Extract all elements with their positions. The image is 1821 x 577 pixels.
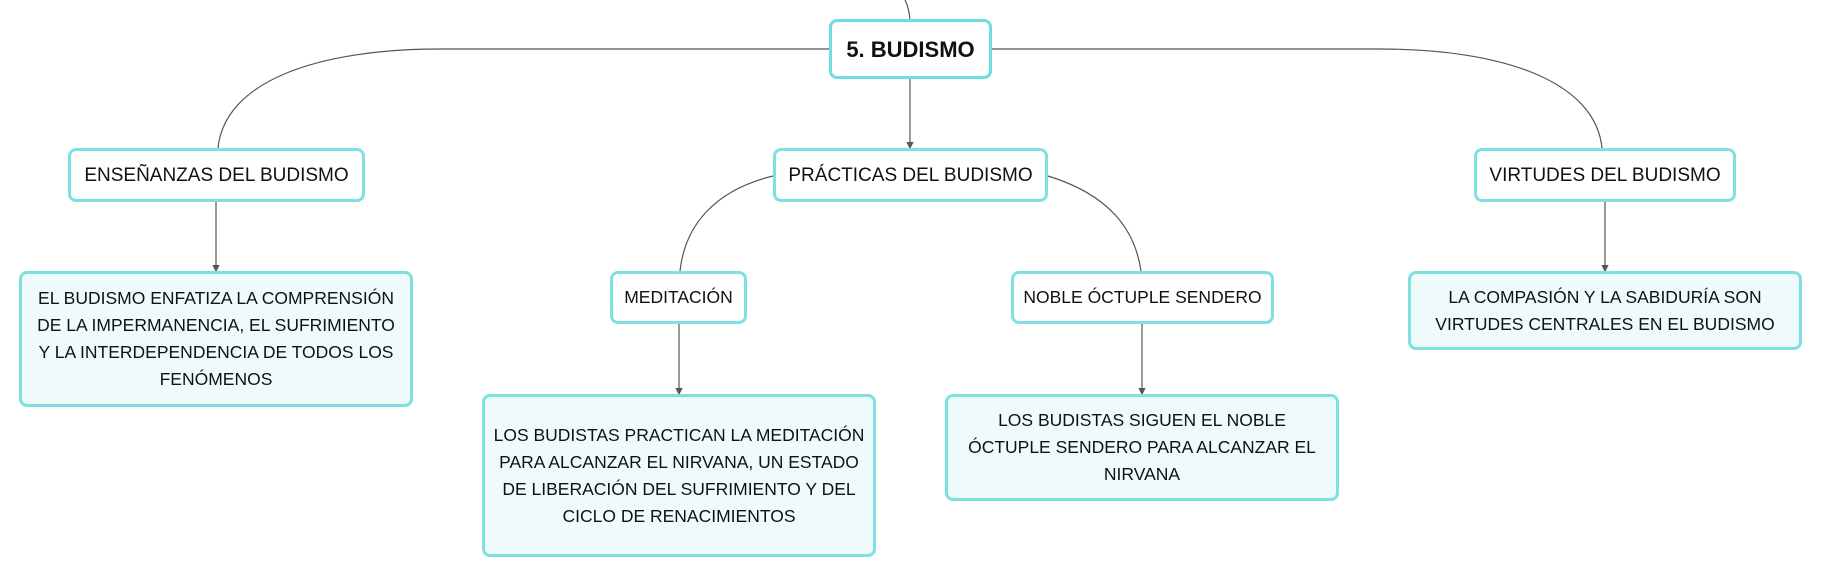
root-node[interactable]: 5. BUDISMO: [829, 19, 992, 79]
subtopic-sendero-label: NOBLE ÓCTUPLE SENDERO: [1023, 287, 1262, 307]
detail-meditacion-text: LOS BUDISTAS PRACTICAN LA MEDITACIÓN PAR…: [493, 424, 865, 526]
connector-root-virtudes: [992, 48, 1603, 149]
subtopic-meditacion[interactable]: MEDITACIÓN: [610, 271, 747, 324]
connector-practicas-sendero: [1047, 175, 1142, 272]
detail-meditacion[interactable]: LOS BUDISTAS PRACTICAN LA MEDITACIÓN PAR…: [482, 394, 876, 557]
connector-practicas-meditacion: [679, 175, 774, 272]
parent-connector: [904, 0, 911, 21]
detail-ensenanzas-text: EL BUDISMO ENFATIZA LA COMPRENSIÓN DE LA…: [37, 288, 395, 389]
detail-virtudes[interactable]: LA COMPASIÓN Y LA SABIDURÍA SON VIRTUDES…: [1408, 271, 1802, 350]
detail-sendero-text: LOS BUDISTAS SIGUEN EL NOBLE ÓCTUPLE SEN…: [968, 410, 1316, 484]
topic-ensenanzas[interactable]: ENSEÑANZAS DEL BUDISMO: [68, 148, 365, 202]
connector-root-ensenanzas: [217, 48, 829, 149]
detail-virtudes-text: LA COMPASIÓN Y LA SABIDURÍA SON VIRTUDES…: [1435, 286, 1775, 334]
subtopic-sendero[interactable]: NOBLE ÓCTUPLE SENDERO: [1011, 271, 1274, 324]
topic-virtudes-label: VIRTUDES DEL BUDISMO: [1489, 164, 1721, 186]
detail-sendero[interactable]: LOS BUDISTAS SIGUEN EL NOBLE ÓCTUPLE SEN…: [945, 394, 1339, 501]
root-label: 5. BUDISMO: [846, 36, 975, 62]
subtopic-meditacion-label: MEDITACIÓN: [624, 287, 733, 307]
topic-practicas-label: PRÁCTICAS DEL BUDISMO: [788, 164, 1033, 186]
topic-practicas[interactable]: PRÁCTICAS DEL BUDISMO: [773, 148, 1048, 202]
detail-ensenanzas[interactable]: EL BUDISMO ENFATIZA LA COMPRENSIÓN DE LA…: [19, 271, 413, 407]
topic-ensenanzas-label: ENSEÑANZAS DEL BUDISMO: [84, 164, 349, 186]
topic-virtudes[interactable]: VIRTUDES DEL BUDISMO: [1474, 148, 1736, 202]
